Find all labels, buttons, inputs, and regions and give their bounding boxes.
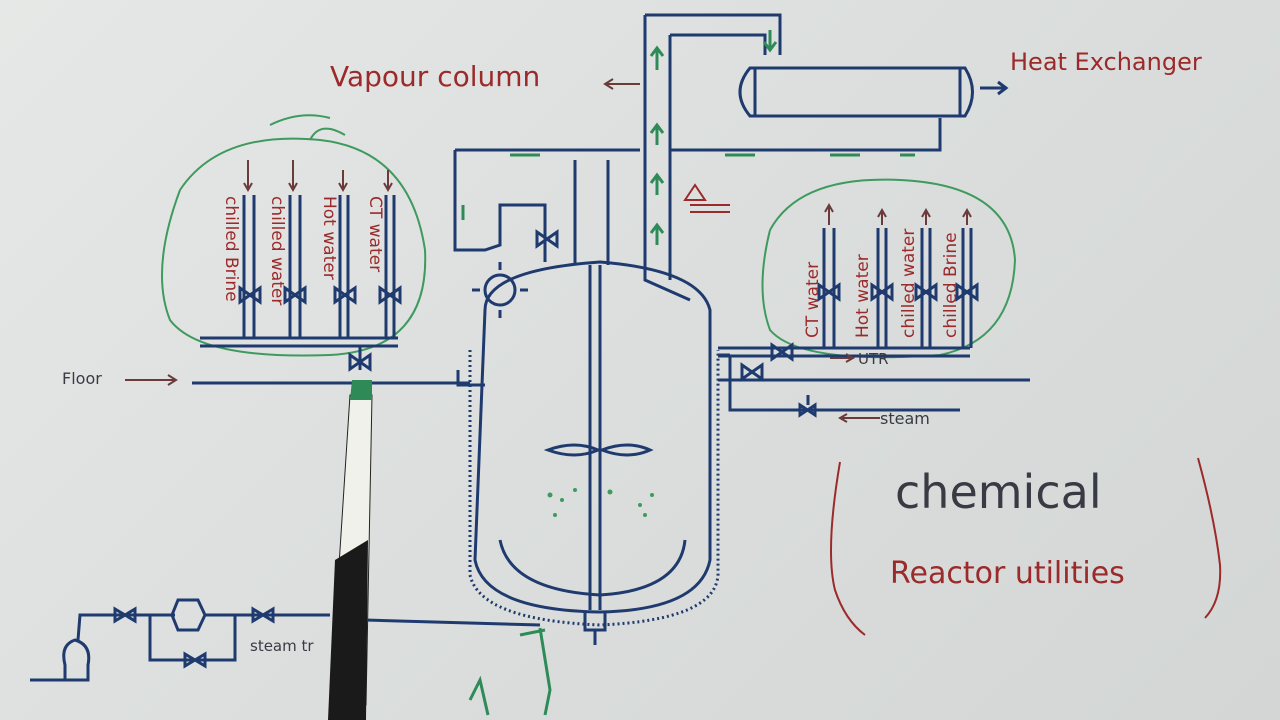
heat-exchanger-label: Heat Exchanger [1010,48,1202,76]
flow-arrows [461,30,915,245]
utility-label: chilled Brine [221,196,241,302]
valve-icon [238,285,402,372]
utility-label: Hot water [853,254,873,338]
left-utility-cluster [161,114,427,370]
heat-exchanger [738,66,1009,118]
vapour-column-arrow [603,78,640,90]
utility-label: chilled Brine [941,232,961,338]
drain-line [468,627,552,716]
steam-trap-label: steam tr [250,637,314,655]
marker-pen [328,380,373,720]
valve-icon [535,229,979,418]
utr-label: UTR [858,350,889,368]
safety-valve-icon [683,183,730,213]
title-line-2: Reactor utilities [890,556,1125,591]
utility-label: CT water [365,196,385,272]
utility-label: chilled water [899,229,919,338]
utility-label: chilled water [267,196,287,305]
left-utility-labels: chilled Brine chilled water Hot water CT… [221,196,385,305]
floor-label: Floor [62,369,102,388]
utility-label: Hot water [319,196,339,280]
utility-label: CT water [803,262,823,338]
floor-line [192,378,1030,385]
floor-arrow [125,374,178,386]
title-line-1: chemical [895,465,1102,519]
reactor-contents [547,488,654,517]
steam-label: steam [880,409,930,428]
vapour-column-label: Vapour column [330,60,540,93]
steam-trap-line [30,598,541,682]
manhole-icon [472,262,528,318]
title-bracket [830,457,1222,636]
right-utility-labels: CT water Hot water chilled water chilled… [803,229,961,338]
